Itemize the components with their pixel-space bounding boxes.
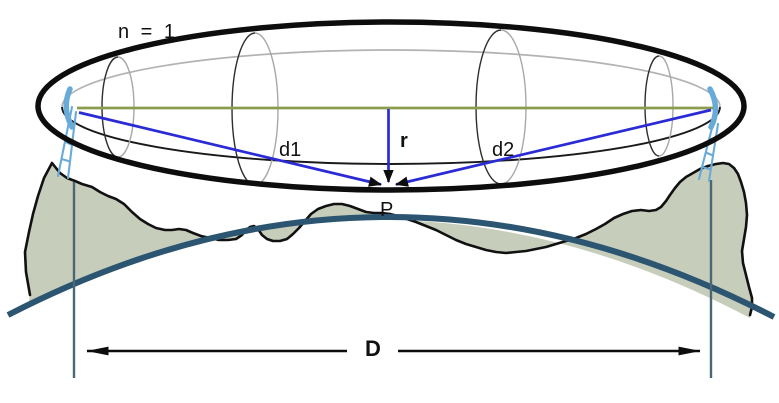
d2-label: d2: [492, 139, 514, 161]
point-p-label: P: [380, 199, 393, 221]
earth-curvature-line: [6, 214, 776, 320]
distance-d-label: D: [365, 336, 381, 361]
ray-d2: [395, 108, 712, 187]
ray-d1: [78, 111, 382, 187]
right-antenna-dish-icon: [707, 86, 719, 130]
zone-order-label: n = 1: [118, 21, 178, 43]
d1-label: d1: [279, 139, 301, 161]
cross-section-ring-4: [644, 55, 674, 157]
left-antenna-dish-icon: [63, 86, 75, 130]
fresnel-zone-boundary: [35, 19, 747, 193]
ellipsoid-front-bottom-edge: [61, 106, 721, 165]
ellipsoid-back-edge: [61, 49, 721, 108]
radius-label: r: [400, 130, 408, 152]
terrain-profile: [25, 163, 752, 318]
